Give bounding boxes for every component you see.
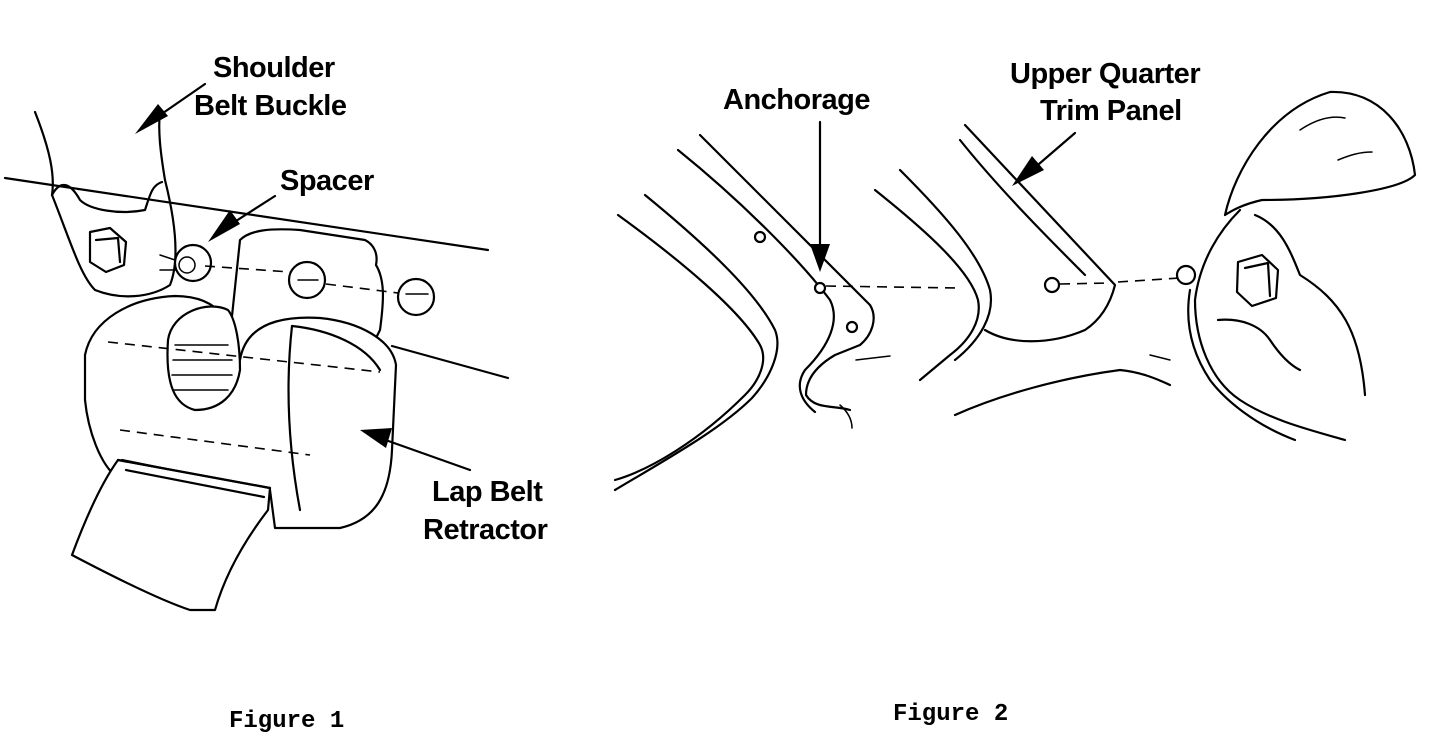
label-lap-belt-retractor-line2: Retractor [423, 514, 548, 546]
figure-1-illustration [3, 82, 510, 612]
figure-2-caption: Figure 2 [893, 701, 1009, 728]
label-lap-belt-retractor-line1: Lap Belt [432, 476, 543, 508]
label-anchorage: Anchorage [723, 84, 870, 116]
figure-1-caption: Figure 1 [229, 708, 345, 735]
label-upper-quarter-trim-panel-line1: Upper Quarter [1010, 58, 1201, 90]
label-shoulder-belt-buckle-line1: Shoulder [213, 52, 335, 84]
label-upper-quarter-trim-panel-line2: Trim Panel [1040, 95, 1182, 127]
figure-2-illustration [613, 90, 1417, 492]
label-spacer: Spacer [280, 165, 374, 197]
label-shoulder-belt-buckle-line2: Belt Buckle [194, 90, 347, 122]
